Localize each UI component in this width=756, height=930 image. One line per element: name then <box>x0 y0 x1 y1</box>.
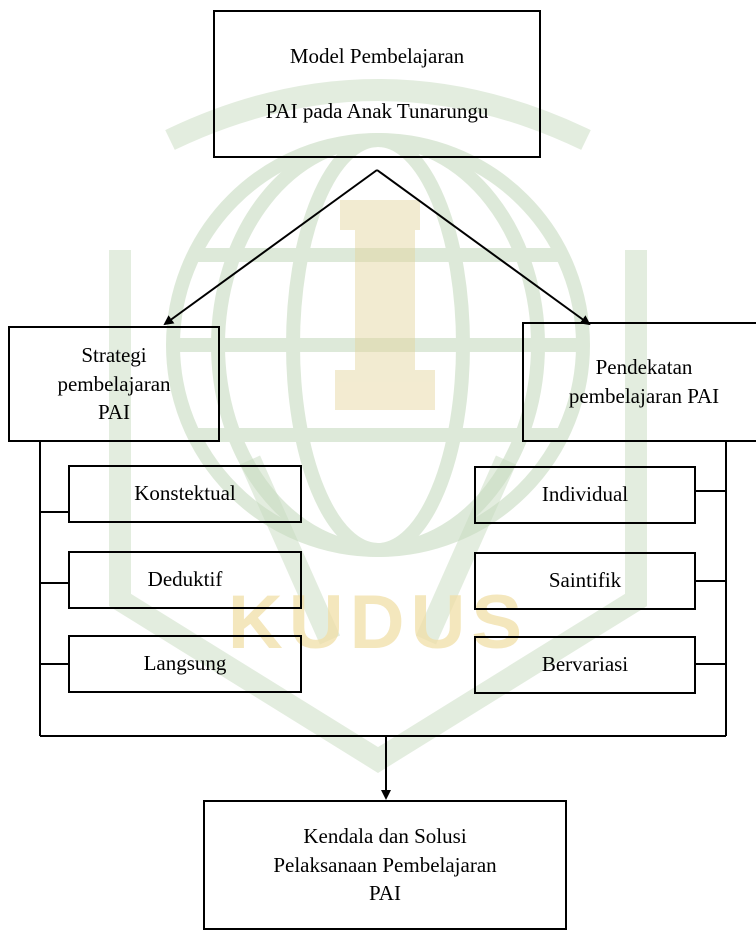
deduktif-box: Deduktif <box>68 551 302 609</box>
model-box: Model Pembelajaran PAI pada Anak Tunarun… <box>213 10 541 158</box>
strategi-line2: pembelajaran <box>57 371 171 396</box>
watermark-frame <box>109 79 647 773</box>
saintifik-box: Saintifik <box>474 552 696 610</box>
strategi-line1: Strategi <box>81 342 147 367</box>
kendala-line3: PAI <box>369 881 401 906</box>
bervariasi-box: Bervariasi <box>474 636 696 694</box>
strategi-line3: PAI <box>98 400 130 425</box>
individual-box: Individual <box>474 466 696 524</box>
langsung-box: Langsung <box>68 635 302 693</box>
pendekatan-line2: pembelajaran PAI <box>568 384 720 408</box>
watermark-building <box>335 200 435 410</box>
watermark-text: KUDUS <box>228 580 528 665</box>
kendala-line1: Kendala dan Solusi <box>303 823 467 848</box>
kendala-line2: Pelaksanaan Pembelajaran <box>273 852 497 877</box>
saintifik-label: Saintifik <box>548 568 622 593</box>
model-title-line1: Model Pembelajaran <box>289 44 465 68</box>
arrow-to-pendekatan <box>376 169 591 326</box>
individual-label: Individual <box>541 482 629 507</box>
langsung-label: Langsung <box>143 651 227 676</box>
strategi-box: Strategi pembelajaran PAI <box>8 326 220 442</box>
bervariasi-label: Bervariasi <box>541 652 629 677</box>
model-title-line2: PAI pada Anak Tunarungu <box>265 98 489 123</box>
kendala-solusi-box: Kendala dan Solusi Pelaksanaan Pembelaja… <box>203 800 567 930</box>
konstektual-box: Konstektual <box>68 465 302 523</box>
deduktif-label: Deduktif <box>147 567 223 592</box>
konstektual-label: Konstektual <box>134 481 236 506</box>
pendekatan-box: Pendekatan pembelajaran PAI <box>522 322 756 442</box>
watermark-globe <box>166 133 590 557</box>
pendekatan-line1: Pendekatan <box>595 355 693 380</box>
arrow-to-strategi <box>163 169 378 326</box>
